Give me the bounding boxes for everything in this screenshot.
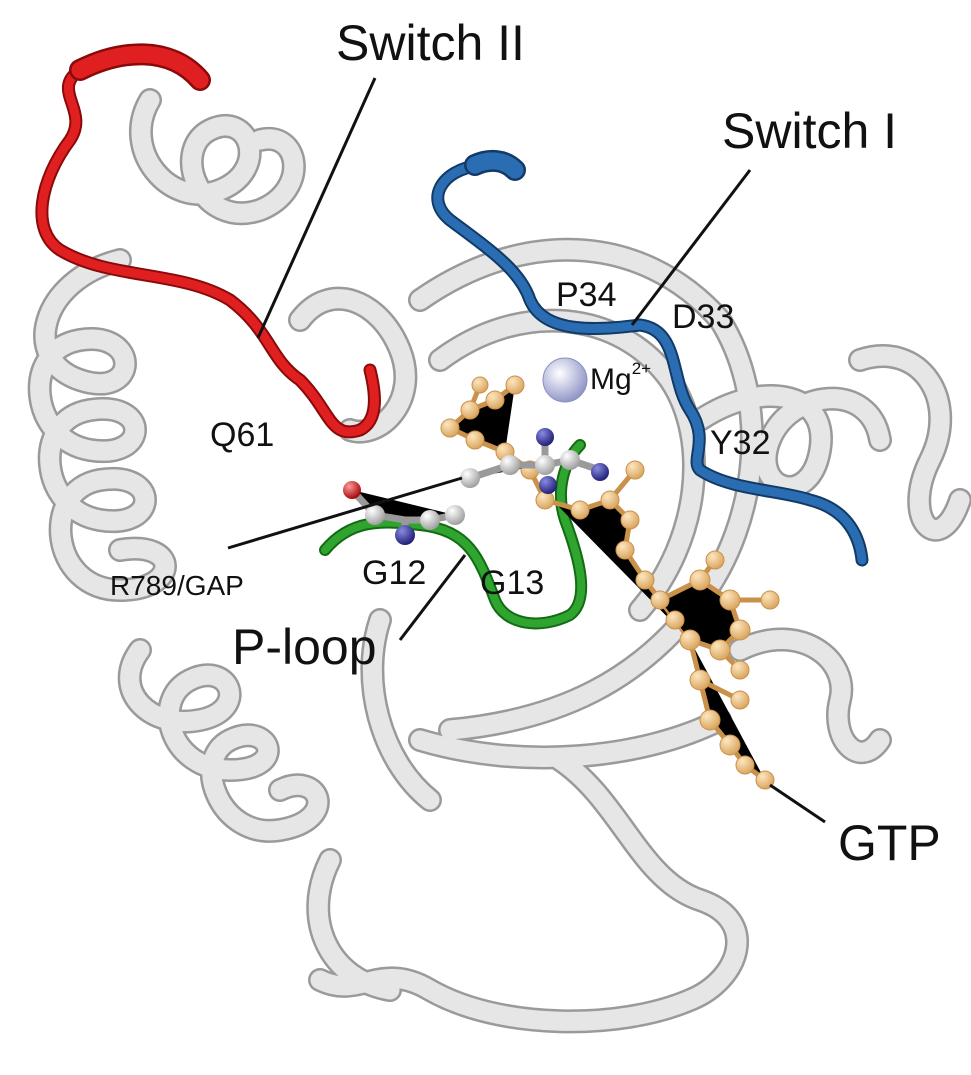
d33-label: D33 [672,298,735,336]
nitrogen-atom [395,525,415,545]
g12-label: G12 [362,554,427,592]
r789-gap-label: R789/GAP [110,570,244,601]
switch2-label: Switch II [336,15,525,71]
mg-symbol: Mg [590,363,632,396]
p34-label: P34 [556,276,617,314]
g13-label: G13 [480,564,545,602]
leader-lines [227,77,826,824]
ploop-label: P-loop [232,619,377,675]
oxygen-atom [343,481,361,499]
mg-ion [542,357,588,403]
q61-label: Q61 [210,416,275,454]
carbon-atom [500,455,520,475]
gtp-label: GTP [838,815,941,871]
carbon-atom [460,468,480,488]
grey-ribbon [27,88,971,1034]
switch2-loop [35,43,381,439]
gtp-molecule [440,375,780,790]
mg-label: Mg2+ [590,360,651,396]
switch1-label: Switch I [722,103,898,159]
switch2-leader [256,77,377,339]
nitrogen-atom [539,476,557,494]
carbon-atom [420,510,440,530]
nitrogen-atom [591,463,609,481]
carbon-atom [445,505,465,525]
carbon-atom [365,505,385,525]
mg-charge: 2+ [631,359,652,378]
nitrogen-atom [536,428,554,446]
gtp-leader [769,783,826,824]
y32-label: Y32 [710,424,771,462]
carbon-atom [535,455,555,475]
ploop-leader [398,554,467,641]
carbon-atom [560,450,580,470]
switch1-leader [630,169,752,326]
r789-leader [227,476,463,550]
switch1-loop [431,149,869,567]
